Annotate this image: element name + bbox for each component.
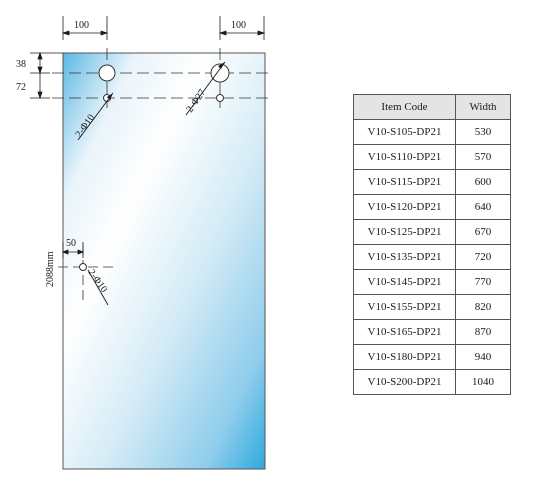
leader-arrow-tr xyxy=(218,62,225,69)
top-left-dimension xyxy=(61,16,109,40)
top-right-offset-label: 100 xyxy=(231,20,246,31)
item-code-cell: V10-S145-DP21 xyxy=(353,269,456,295)
width-cell: 870 xyxy=(455,319,511,345)
side-hole xyxy=(79,263,87,271)
width-cell: 940 xyxy=(455,344,511,370)
hole-centerlines xyxy=(52,48,270,108)
width-cell: 600 xyxy=(455,169,511,195)
hole-row-1-label: 38 xyxy=(16,59,26,70)
width-cell: 530 xyxy=(455,119,511,145)
side-hole-dimension xyxy=(61,242,85,258)
width-cell: 720 xyxy=(455,244,511,270)
item-code-cell: V10-S105-DP21 xyxy=(353,119,456,145)
top-left-large-hole xyxy=(98,64,116,82)
item-code-cell: V10-S110-DP21 xyxy=(353,144,456,170)
top-left-offset-label: 100 xyxy=(74,20,89,31)
item-code-cell: V10-S165-DP21 xyxy=(353,319,456,345)
side-hole-offset-label: 50 xyxy=(66,238,76,249)
item-code-cell: V10-S120-DP21 xyxy=(353,194,456,220)
width-cell: 1040 xyxy=(455,369,511,395)
top-right-small-hole xyxy=(216,94,224,102)
column-header-width: Width xyxy=(455,94,511,120)
width-cell: 820 xyxy=(455,294,511,320)
width-cell: 640 xyxy=(455,194,511,220)
leader-arrow-tl xyxy=(107,93,113,100)
hole-row-2-label: 72 xyxy=(16,82,26,93)
left-vertical-dimensions xyxy=(30,51,63,100)
width-cell: 670 xyxy=(455,219,511,245)
glass-panel xyxy=(62,52,266,470)
top-right-dimension xyxy=(218,16,266,40)
table-header-row: Item Code Width xyxy=(353,94,511,120)
item-code-cell: V10-S135-DP21 xyxy=(353,244,456,270)
top-right-large-hole xyxy=(210,63,230,83)
item-code-cell: V10-S155-DP21 xyxy=(353,294,456,320)
column-header-item-code: Item Code xyxy=(353,94,456,120)
item-code-cell: V10-S200-DP21 xyxy=(353,369,456,395)
panel-height-label: 2088mm xyxy=(45,251,56,287)
width-cell: 570 xyxy=(455,144,511,170)
width-cell: 770 xyxy=(455,269,511,295)
item-code-cell: V10-S180-DP21 xyxy=(353,344,456,370)
item-code-cell: V10-S115-DP21 xyxy=(353,169,456,195)
hole-leaders xyxy=(77,61,226,306)
item-code-cell: V10-S125-DP21 xyxy=(353,219,456,245)
